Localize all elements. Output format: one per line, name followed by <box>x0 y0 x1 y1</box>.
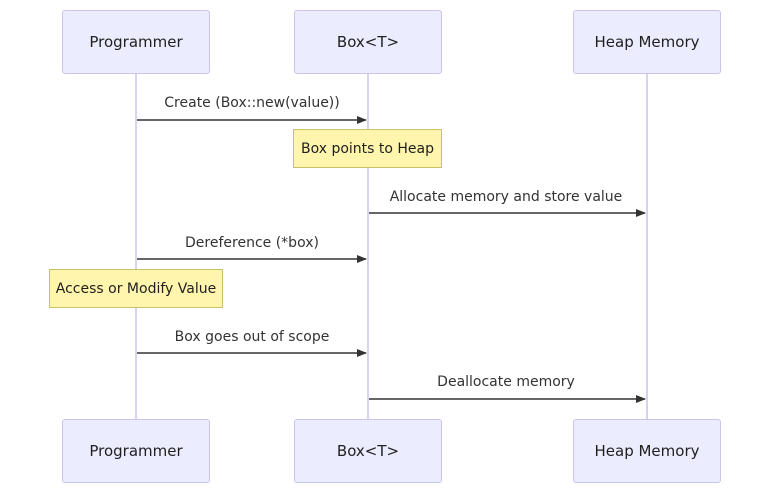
note-access-or-modify: Access or Modify Value <box>49 269 223 308</box>
lifeline-programmer <box>135 74 137 419</box>
actor-heap-memory-bottom: Heap Memory <box>573 419 721 483</box>
actor-heap-memory-top: Heap Memory <box>573 10 721 74</box>
actor-label: Heap Memory <box>594 442 700 460</box>
actor-box-bottom: Box<T> <box>294 419 442 483</box>
actor-programmer-top: Programmer <box>62 10 210 74</box>
actor-box-top: Box<T> <box>294 10 442 74</box>
actor-label: Box<T> <box>336 442 400 460</box>
actor-label: Box<T> <box>336 33 400 51</box>
actor-label: Programmer <box>89 33 183 51</box>
lifeline-box <box>367 74 369 419</box>
actor-label: Heap Memory <box>594 33 700 51</box>
lifeline-heap-memory <box>646 74 648 419</box>
note-text: Box points to Heap <box>300 140 435 157</box>
message-label-dereference: Dereference (*box) <box>185 235 319 251</box>
actor-label: Programmer <box>89 442 183 460</box>
note-box-points-to-heap: Box points to Heap <box>293 129 442 168</box>
message-label-create: Create (Box::new(value)) <box>164 95 340 111</box>
message-label-deallocate: Deallocate memory <box>437 374 575 390</box>
message-label-allocate: Allocate memory and store value <box>389 189 623 205</box>
note-text: Access or Modify Value <box>55 280 217 297</box>
actor-programmer-bottom: Programmer <box>62 419 210 483</box>
message-label-out-of-scope: Box goes out of scope <box>174 329 330 345</box>
